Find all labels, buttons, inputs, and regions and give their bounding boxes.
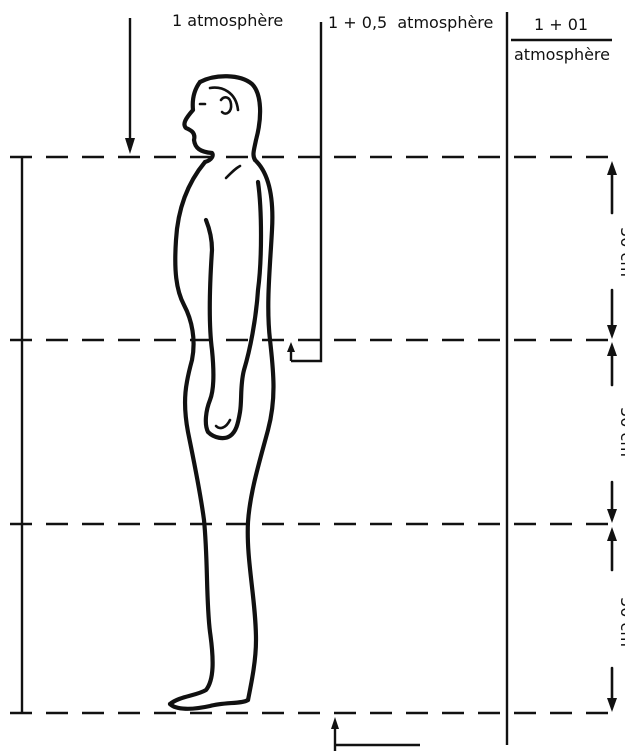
label-pressure-bottom-denominator: atmosphère [514,45,610,64]
label-pressure-top: 1 atmosphère [172,11,283,30]
arrow-middle-pressure [287,22,321,361]
segment-label-1: 50 cm [617,227,625,277]
human-figure [170,76,274,709]
figure-face [184,82,212,162]
label-pressure-bottom-numerator: 1 + 01 [534,15,588,34]
segment-label-3: 50 cm [617,597,625,647]
segment-label-2: 50 cm [617,407,625,457]
figure-foot [170,700,248,709]
label-pressure-middle: 1 + 0,5 atmosphère [328,13,493,32]
arrow-top-pressure [125,18,135,154]
dimension-arrows [607,161,617,712]
figure-arm [206,182,261,438]
arrow-bottom-pressure [331,717,420,751]
